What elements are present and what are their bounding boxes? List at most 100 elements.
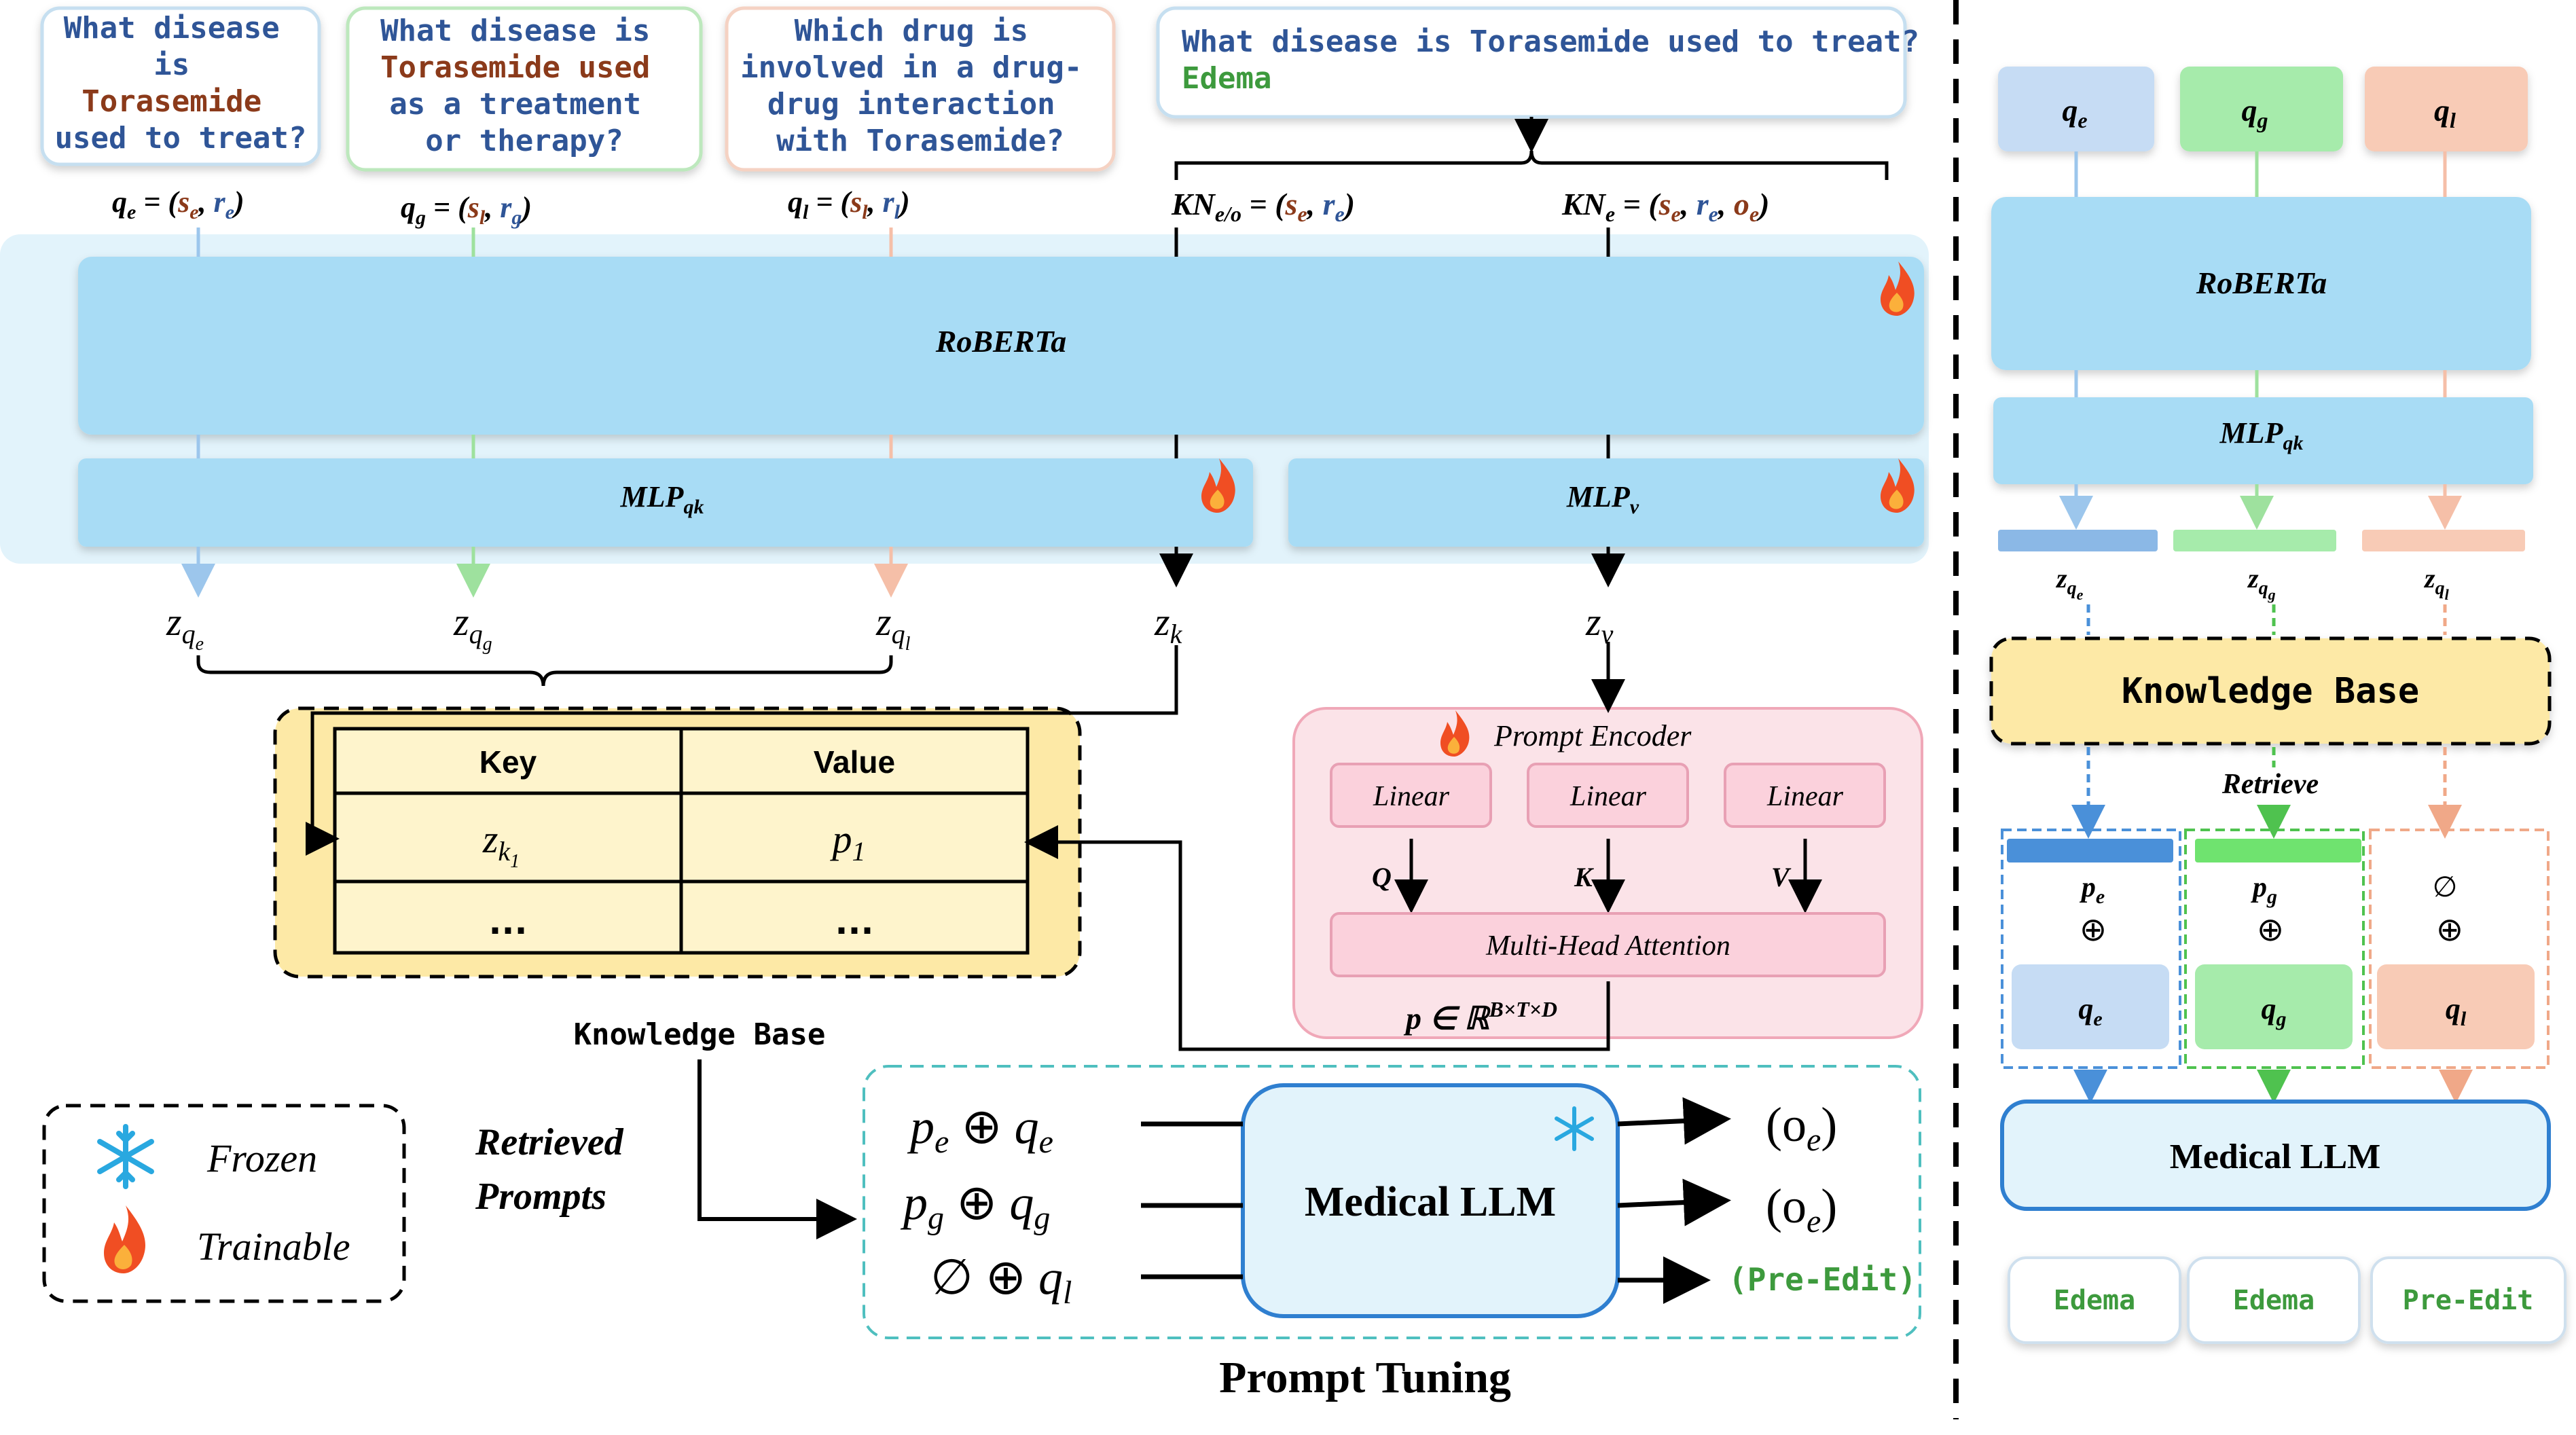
rp-qg-2: qg <box>2262 992 2287 1030</box>
svg-text:ql = (sl, rl): ql = (sl, rl) <box>788 185 910 223</box>
question-box-2: What disease is Torasemide used as a tre… <box>346 6 703 172</box>
flow-lines-encoder <box>181 228 1625 598</box>
mha-label: Multi-Head Attention <box>1485 930 1730 962</box>
table-row2-key: ... <box>489 903 528 942</box>
rp-pg: pg <box>2251 872 2277 908</box>
q3-line-3: drug interaction <box>767 87 1055 122</box>
rp-out-1: Edema <box>2054 1285 2135 1316</box>
q2-line-4: or therapy? <box>425 124 623 158</box>
prompt-encoder: Prompt Encoder Linear Linear Linear Q K … <box>1292 707 1923 1039</box>
rp-ql-2: ql <box>2446 992 2467 1030</box>
svg-text:KNe = (se, re, oe): KNe = (se, re, oe) <box>1561 187 1769 226</box>
question-box-3: Which drug is involved in a drug- drug i… <box>725 6 1116 172</box>
retrieved-prompts-label: Retrieved Prompts <box>475 1121 633 1218</box>
rp-ql: ql <box>2434 93 2456 132</box>
query-label-qg: qg = (sl, rg) <box>401 191 532 229</box>
rp-qe: qe <box>2062 93 2087 132</box>
svg-text:What disease is Torasemi: What disease is Torasemide used as a tre… <box>380 14 668 158</box>
table-header-key: Key <box>479 744 537 780</box>
linear-v: Linear <box>1766 781 1844 812</box>
q4-answer: Edema <box>1182 61 1271 96</box>
z-labels: zqe zqg zql zk zv <box>166 600 1614 655</box>
mlp-v-block: MLPv <box>1288 458 1924 547</box>
fire-icon <box>104 1205 145 1273</box>
rp-oplus-2: ⊕ <box>2257 911 2284 949</box>
knowledge-base-label: Knowledge Base <box>574 1017 826 1052</box>
output-row-1: (oe) <box>1766 1097 1837 1158</box>
rp-zqe: zqe <box>2055 563 2084 603</box>
table-header-value: Value <box>814 744 895 780</box>
rp-medical-llm: Medical LLM <box>2170 1138 2381 1176</box>
q3-line-1: Which drug is <box>795 14 1028 48</box>
table-row1-key: zk1 <box>482 817 520 872</box>
prompt-encoder-output: p ∈ ℝB×T×D <box>1403 997 1557 1036</box>
right-panel: qe qg ql RoBERTa MLPqk zqe zqg zql <box>1989 67 2566 1344</box>
table-row1-value: p1 <box>830 817 866 867</box>
z-ql-label: zql <box>875 600 911 655</box>
mlp-qk-block: MLPqk <box>78 458 1253 547</box>
svg-text:What disease is To: What disease is Torasemide used to treat… <box>55 11 307 156</box>
query-label-qe: qe = (se, re) <box>112 185 244 223</box>
legend: Frozen Trainable <box>42 1104 406 1303</box>
legend-frozen: Frozen <box>206 1136 317 1180</box>
legend-trainable: Trainable <box>197 1224 350 1269</box>
linear-q: Linear <box>1373 781 1450 812</box>
svg-text:qg = (sl, rg): qg = (sl, rg) <box>401 191 532 229</box>
svg-text:Which drug is involved i: Which drug is involved in a drug- drug i… <box>740 14 1100 158</box>
linear-k: Linear <box>1570 781 1647 812</box>
q1-line-2: is <box>153 48 189 82</box>
z-qg-label: zqg <box>453 600 492 655</box>
query-label-ql: ql = (sl, rl) <box>788 185 910 223</box>
z-brace <box>196 655 893 687</box>
q1-line-1: What disease <box>64 11 280 46</box>
prompt-tuning-title: Prompt Tuning <box>1219 1353 1511 1402</box>
rp-mlp: MLPqk <box>2219 416 2304 454</box>
input-row-2: pg ⊕ qg <box>900 1176 1050 1236</box>
kn-brace <box>1174 117 1889 180</box>
q3-line-2: involved in a drug- <box>740 50 1082 85</box>
q4-question: What disease is Torasemide used to treat… <box>1182 24 1919 59</box>
question-box-1: What disease is Torasemide used to treat… <box>40 6 321 166</box>
zk-to-table-arrow <box>306 645 1178 856</box>
rp-retrieve: Retrieve <box>2221 769 2319 800</box>
snowflake-icon-llm <box>1555 1106 1594 1151</box>
rp-roberta: RoBERTa <box>2196 266 2327 300</box>
table-row2-value: ... <box>835 903 874 942</box>
fire-icon-mlp-v <box>1881 458 1915 513</box>
rp-out-2: Edema <box>2233 1285 2315 1316</box>
rp-oplus-3: ⊕ <box>2436 911 2463 949</box>
rp-zql: zql <box>2423 563 2450 603</box>
q1-line-4: used to treat? <box>55 121 307 156</box>
kb-to-prompt-arrow <box>697 1059 857 1239</box>
prompt-tuning: Medical LLM pe ⊕ qe pg ⊕ qg ∅ ⊕ ql (oe) … <box>863 1065 1921 1402</box>
rp-knowledge-base: Knowledge Base <box>2122 671 2419 712</box>
input-row-3: ∅ ⊕ ql <box>930 1250 1072 1311</box>
rp-oplus-1: ⊕ <box>2080 911 2107 949</box>
z-k-label: zk <box>1154 600 1183 649</box>
k-label: K <box>1574 862 1594 892</box>
roberta-label: RoBERTa <box>935 324 1067 359</box>
z-qe-label: zqe <box>166 600 204 655</box>
q-label: Q <box>1372 862 1392 892</box>
question-box-4: What disease is Torasemide used to treat… <box>1156 6 1919 119</box>
rp-zqg: zqg <box>2247 563 2276 603</box>
prompt-encoder-title: Prompt Encoder <box>1493 719 1692 752</box>
fire-icon-roberta <box>1881 261 1915 316</box>
fire-icon-mlp-qk <box>1201 458 1235 513</box>
query-label-kn-eo: KNe/o = (se, re) <box>1171 187 1355 226</box>
fire-icon-prompt-encoder <box>1440 710 1470 757</box>
q2-line-1: What disease is <box>380 14 650 48</box>
rp-pe: pe <box>2080 872 2105 908</box>
svg-text:KNe/o = (se, re): KNe/o = (se, re) <box>1171 187 1355 226</box>
z-v-label: zv <box>1585 600 1614 649</box>
output-row-2: (oe) <box>1766 1179 1837 1239</box>
svg-text:MLPqk: MLPqk <box>620 480 704 518</box>
knowledge-base-table: Key Value zk1 p1 ... ... <box>273 706 1082 979</box>
snowflake-icon <box>97 1124 154 1189</box>
input-row-1: pe ⊕ qe <box>907 1100 1053 1160</box>
q3-line-4: with Torasemide? <box>776 124 1064 158</box>
q2-line-2: Torasemide used <box>380 50 650 85</box>
v-label: V <box>1771 862 1792 892</box>
rp-qe-2: qe <box>2078 992 2102 1030</box>
